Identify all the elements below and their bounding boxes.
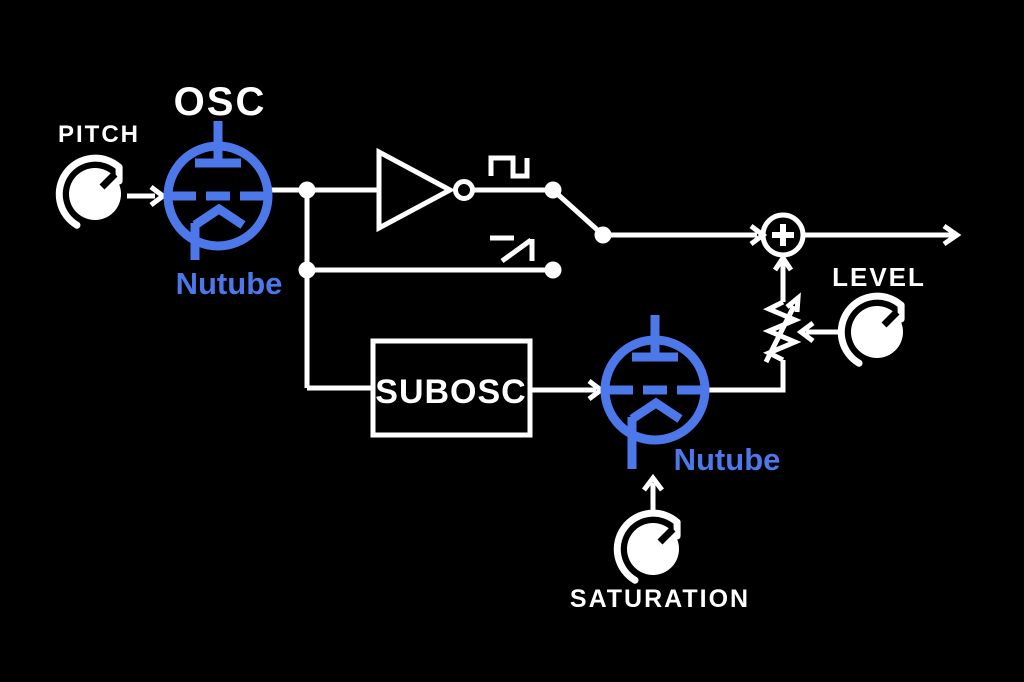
sawtooth-wave-icon xyxy=(490,235,535,264)
junction-dot xyxy=(298,181,316,199)
level-arrow-head xyxy=(796,321,815,343)
sum-up-arrow-head xyxy=(772,253,794,272)
inverter-icon xyxy=(376,147,456,233)
level-label: LEVEL xyxy=(832,262,926,292)
wire-tube2-to-resistor xyxy=(707,360,786,393)
wires xyxy=(127,147,962,513)
switch-pole-saw-dot xyxy=(544,261,562,279)
osc-label: OSC xyxy=(174,80,267,124)
output-arrow-icon xyxy=(942,223,962,247)
pitch-arrow-head xyxy=(149,185,168,207)
square-wave-icon xyxy=(488,155,530,179)
switch-common-dot xyxy=(594,226,612,244)
pitch-label: PITCH xyxy=(58,121,140,148)
junction-dots xyxy=(298,181,612,279)
nutube-osc-label: Nutube xyxy=(176,266,283,301)
switch-pole-square-dot xyxy=(544,181,562,199)
saturation-label: SATURATION xyxy=(570,585,750,613)
sum-plus-sign xyxy=(772,224,794,246)
junction-dot xyxy=(298,261,316,279)
nutube-subosc-label: Nutube xyxy=(674,442,781,477)
resistor-arrow-head xyxy=(785,292,801,313)
nutube-symbols xyxy=(168,121,705,469)
saturation-arrow-head xyxy=(642,473,664,492)
resistor-arrow-shaft xyxy=(763,304,797,364)
subosc-label: SUBOSC xyxy=(375,373,526,411)
waveform-switch-lever xyxy=(550,187,606,238)
